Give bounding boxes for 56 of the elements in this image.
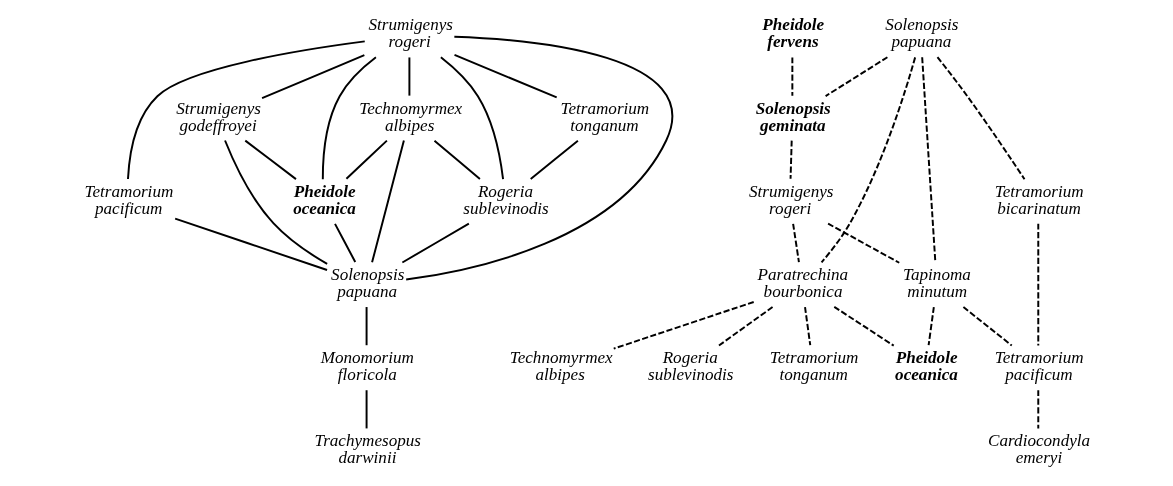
connector: [345, 139, 388, 180]
node-text: Solenopsis papuana: [885, 15, 959, 52]
node-text: Paratrechina bourbonica: [757, 264, 849, 302]
connector: [224, 139, 329, 265]
connector: [439, 56, 505, 181]
node-text: Tapinoma minutum: [903, 264, 971, 302]
connector: [833, 305, 895, 347]
connector: [174, 217, 329, 271]
connector: [827, 222, 901, 264]
connector: [321, 56, 377, 181]
connector: [433, 139, 481, 181]
connector: [401, 222, 470, 264]
connector: [127, 40, 366, 181]
connector: [804, 306, 812, 347]
connector: [792, 222, 800, 263]
node-text: Trachymesopus darwinii: [314, 431, 422, 468]
connector: [612, 301, 755, 350]
connector: [365, 389, 368, 430]
connector: [936, 56, 1026, 181]
node-text: Tetramorium tonganum: [560, 98, 650, 135]
node-text: Tetramorium pacificum: [84, 181, 174, 218]
connector: [334, 222, 357, 263]
connector: [927, 306, 935, 347]
node-text: Tetramorium bicarinatum: [994, 181, 1084, 218]
connector: [405, 35, 674, 281]
connector: [365, 306, 368, 347]
connector: [529, 139, 579, 181]
node-text: Pheidole fervens: [762, 15, 825, 52]
connector: [717, 306, 774, 347]
connector: [962, 306, 1013, 347]
node-text: Strumigenys godeffroyei: [176, 98, 261, 135]
connector: [371, 139, 405, 264]
node-text: Technomyrmex albipes: [509, 348, 613, 385]
node-text: Pheidole oceanica: [293, 181, 356, 218]
connector: [1037, 389, 1040, 430]
connector: [820, 56, 917, 264]
node-text: Monomorium floricola: [320, 348, 414, 385]
node-text: Solenopsis geminata: [755, 98, 831, 135]
node-text: Tetramorium tonganum: [769, 348, 859, 385]
connector: [789, 139, 793, 180]
connector: [261, 54, 366, 100]
connector: [791, 56, 794, 97]
node-text: Pheidole oceanica: [895, 348, 958, 385]
connector: [824, 56, 889, 98]
connector: [408, 56, 411, 97]
node-text: Strumigenys rogeri: [368, 15, 454, 52]
node-text: Rogeria sublevinodis: [463, 181, 549, 218]
node-text: Strumigenys rogeri: [748, 181, 834, 218]
node-text: Tetramorium pacificum: [994, 348, 1084, 385]
node-text: Technomyrmex albipes: [359, 98, 463, 135]
node-text: Rogeria sublevinodis: [647, 348, 734, 385]
connector: [1037, 222, 1040, 347]
node-text: Solenopsis papuana: [331, 264, 405, 302]
connector: [244, 139, 297, 181]
node-text: Cardiocondyla emeryi: [988, 431, 1091, 468]
connector: [453, 54, 558, 99]
